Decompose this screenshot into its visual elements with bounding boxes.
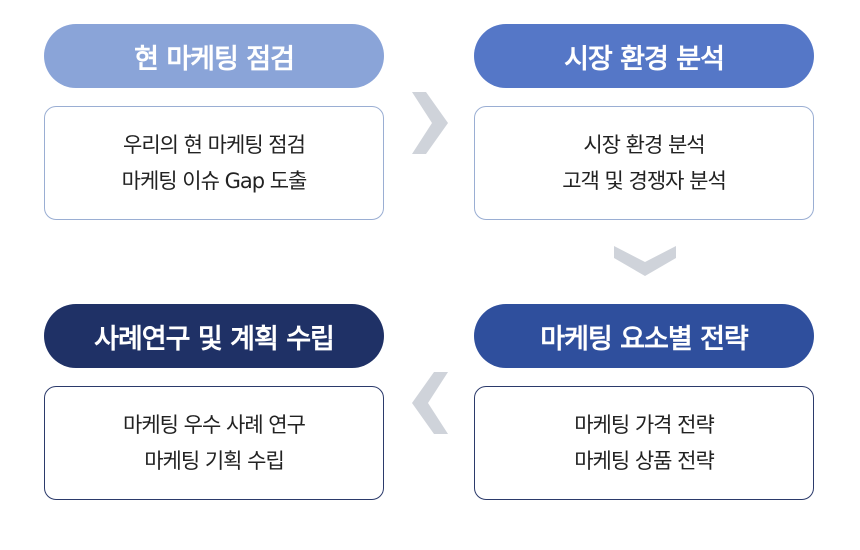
step-4-line-1: 마케팅 우수 사례 연구 xyxy=(123,413,306,437)
chevron-down-icon xyxy=(614,246,676,276)
step-1-line-1: 우리의 현 마케팅 점검 xyxy=(123,133,306,157)
step-3-line-1: 마케팅 가격 전략 xyxy=(574,413,715,437)
step-2-market-environment-analysis: 시장 환경 분석 시장 환경 분석 고객 및 경쟁자 분석 xyxy=(474,24,814,220)
step-1-title: 현 마케팅 점검 xyxy=(44,24,384,88)
step-4-line-2: 마케팅 기획 수립 xyxy=(144,449,285,473)
chevron-left-icon xyxy=(412,372,448,434)
chevron-right-icon xyxy=(412,92,448,154)
step-2-line-2: 고객 및 경쟁자 분석 xyxy=(562,169,727,193)
step-2-line-1: 시장 환경 분석 xyxy=(583,133,705,157)
step-3-title: 마케팅 요소별 전략 xyxy=(474,304,814,368)
step-4-description-box: 마케팅 우수 사례 연구 마케팅 기획 수립 xyxy=(44,386,384,500)
step-1-description-box: 우리의 현 마케팅 점검 마케팅 이슈 Gap 도출 xyxy=(44,106,384,220)
step-4-case-study-and-planning: 사례연구 및 계획 수립 마케팅 우수 사례 연구 마케팅 기획 수립 xyxy=(44,304,384,500)
step-2-title: 시장 환경 분석 xyxy=(474,24,814,88)
step-3-line-2: 마케팅 상품 전략 xyxy=(574,449,715,473)
step-1-current-marketing-review: 현 마케팅 점검 우리의 현 마케팅 점검 마케팅 이슈 Gap 도출 xyxy=(44,24,384,220)
step-3-marketing-element-strategy: 마케팅 요소별 전략 마케팅 가격 전략 마케팅 상품 전략 xyxy=(474,304,814,500)
step-4-title: 사례연구 및 계획 수립 xyxy=(44,304,384,368)
step-3-description-box: 마케팅 가격 전략 마케팅 상품 전략 xyxy=(474,386,814,500)
step-1-line-2: 마케팅 이슈 Gap 도출 xyxy=(121,169,308,193)
step-2-description-box: 시장 환경 분석 고객 및 경쟁자 분석 xyxy=(474,106,814,220)
